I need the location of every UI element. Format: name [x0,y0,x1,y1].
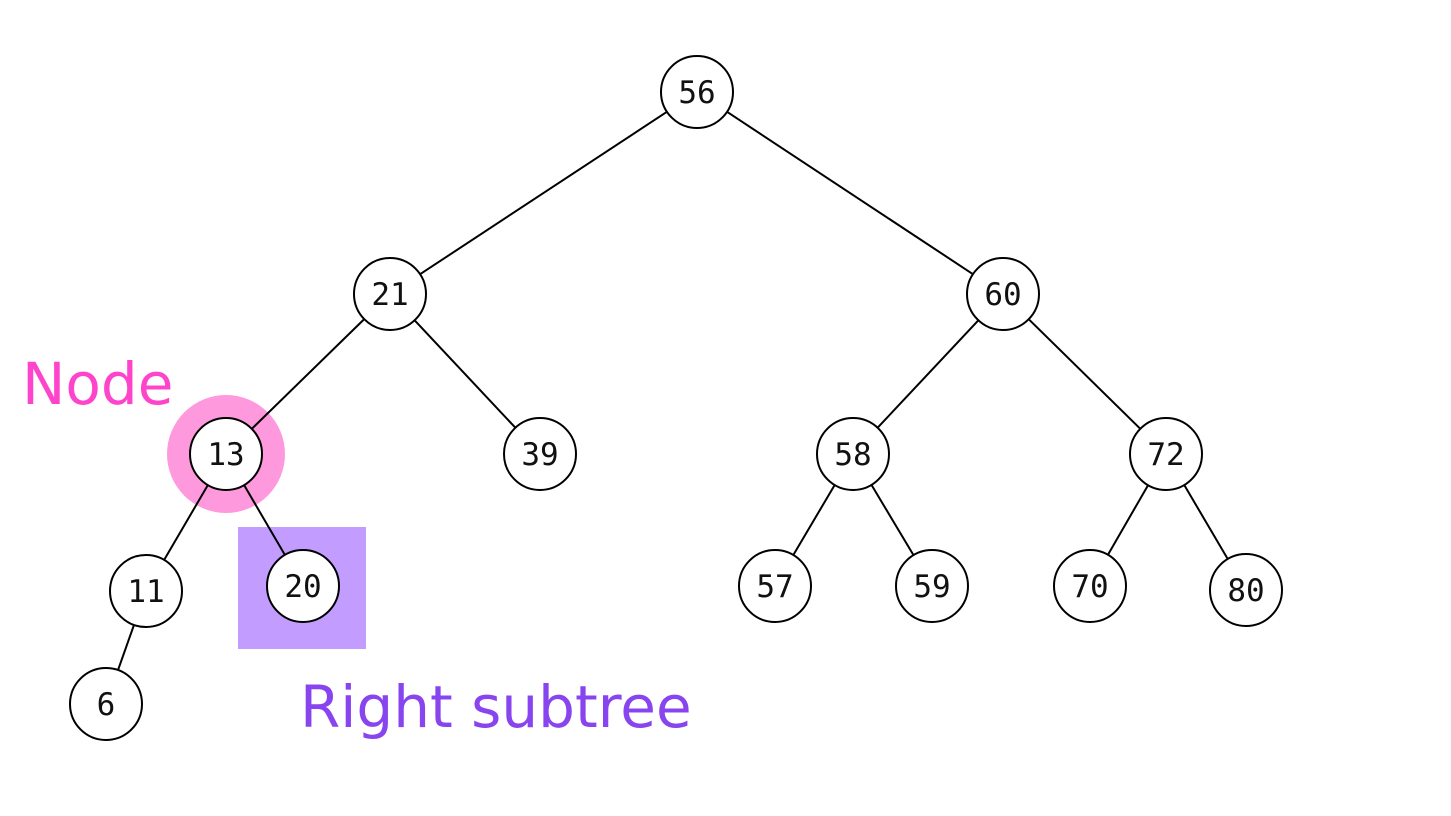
tree-node-circle [816,417,890,491]
tree-node-57: 57 [738,549,812,623]
tree-node-circle [966,257,1040,331]
tree-node-label: 13 [207,437,244,473]
tree-node-58: 58 [816,417,890,491]
tree-node-circle [69,667,143,741]
tree-node-circle [353,257,427,331]
tree-node-circle [503,417,577,491]
tree-edge [413,319,517,429]
tree-edge [163,484,209,561]
tree-edge [1183,484,1229,560]
tree-edge [243,484,286,556]
tree-node-21: 21 [353,257,427,331]
tree-node-59: 59 [895,549,969,623]
right-subtree-annotation: Right subtree [300,673,692,741]
tree-node-circle [738,549,812,623]
tree-node-circle [189,417,263,491]
tree-edge [876,319,980,429]
tree-node-60: 60 [966,257,1040,331]
tree-node-label: 72 [1147,437,1184,473]
tree-node-label: 59 [913,569,950,605]
tree-edge [117,624,135,671]
tree-edge [251,318,365,430]
tree-node-label: 21 [371,277,408,313]
tree-nodes: 56 21 60 13 39 58 72 11 20 57 59 70 80 6 [69,55,1283,741]
tree-node-label: 11 [127,574,164,610]
tree-edge [1027,318,1142,430]
tree-edge [726,110,974,276]
tree-node-label: 20 [284,569,321,605]
tree-node-circle [1053,549,1127,623]
tree-node-label: 60 [984,277,1021,313]
tree-node-6: 6 [69,667,143,741]
tree-node-11: 11 [109,554,183,628]
tree-node-circle [266,549,340,623]
tree-node-80: 80 [1209,553,1283,627]
tree-node-circle [1209,553,1283,627]
tree-node-circle [109,554,183,628]
tree-node-label: 39 [521,437,558,473]
node-annotation: Node [22,350,173,418]
tree-node-70: 70 [1053,549,1127,623]
tree-node-label: 56 [678,75,715,111]
tree-edge [870,484,915,556]
tree-edge [792,484,836,556]
tree-node-56: 56 [660,55,734,129]
tree-node-72: 72 [1129,417,1203,491]
tree-node-label: 70 [1071,569,1108,605]
tree-node-label: 57 [756,569,793,605]
tree-node-circle [1129,417,1203,491]
tree-edge [1107,484,1149,556]
tree-node-label: 6 [97,687,116,723]
tree-node-label: 58 [834,437,871,473]
tree-node-20: 20 [266,549,340,623]
tree-node-39: 39 [503,417,577,491]
tree-node-circle [660,55,734,129]
tree-node-13: 13 [189,417,263,491]
tree-edge [419,110,668,276]
tree-node-circle [895,549,969,623]
tree-edges [117,110,1229,671]
tree-node-label: 80 [1227,573,1264,609]
